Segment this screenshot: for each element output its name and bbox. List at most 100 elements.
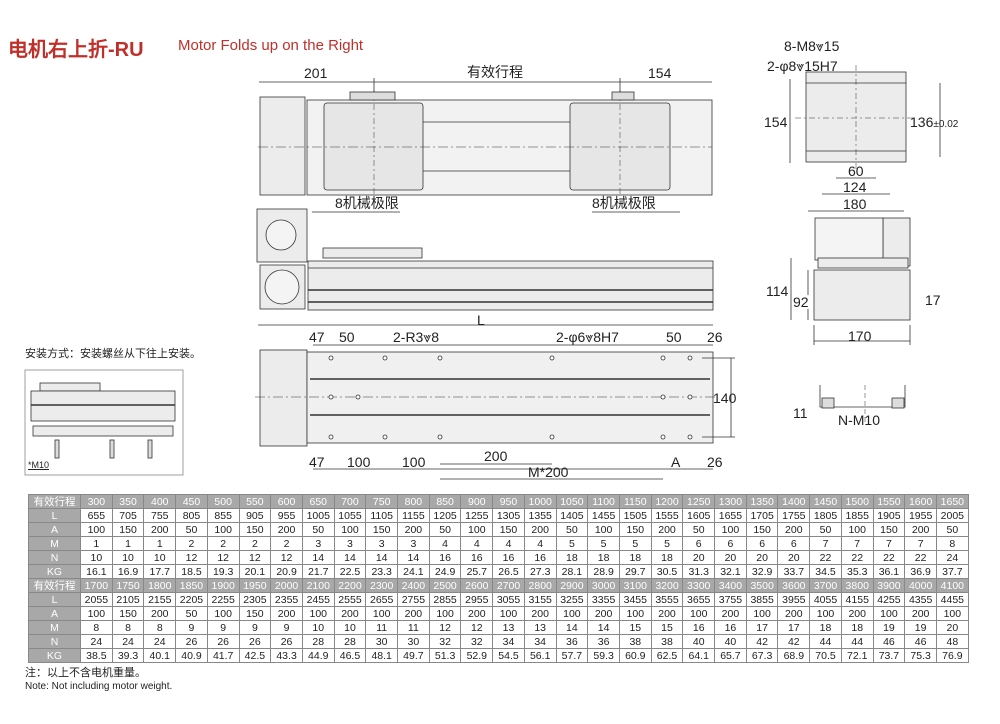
table-cell: 1205 — [428, 508, 462, 523]
table-cell: 3 — [397, 536, 430, 551]
table-cell: 200 — [397, 522, 430, 537]
module-body-bottom — [306, 351, 714, 444]
table-cell: 3100 — [618, 578, 652, 593]
table-cell: 1305 — [492, 508, 525, 523]
table-cell: 3655 — [682, 592, 716, 607]
table-cell: 2005 — [935, 508, 969, 523]
table-cell: 2255 — [206, 592, 240, 607]
table-cell: 100 — [555, 606, 589, 621]
table-cell: 2400 — [397, 578, 430, 593]
table-cell: 16 — [714, 620, 747, 635]
table-cell: 100 — [745, 606, 779, 621]
table-cell: 150 — [111, 522, 145, 537]
table-cell: 4 — [460, 536, 494, 551]
table-cell: 100 — [80, 606, 113, 621]
table-cell: 200 — [777, 606, 811, 621]
table-cell: 32 — [428, 634, 462, 649]
dim-bottom-47: 47 — [309, 454, 325, 470]
table-cell: 100 — [206, 522, 240, 537]
row-label: 有效行程 — [28, 494, 81, 509]
table-cell: 9 — [270, 620, 303, 635]
table-cell: 26 — [238, 634, 272, 649]
table-cell: 65.7 — [714, 648, 747, 663]
table-cell: 27.3 — [523, 564, 557, 579]
table-cell: 26 — [175, 634, 208, 649]
table-cell: 6 — [777, 536, 811, 551]
table-cell: 12 — [175, 550, 208, 565]
table-cell: 36.1 — [872, 564, 906, 579]
table-cell: 3055 — [492, 592, 525, 607]
table-cell: 28 — [333, 634, 367, 649]
table-cell: 68.9 — [777, 648, 811, 663]
table-cell: 26.5 — [492, 564, 525, 579]
table-cell: 50 — [935, 522, 969, 537]
dim-A: A — [671, 454, 681, 470]
table-cell: 350 — [111, 494, 145, 509]
table-cell: 100 — [428, 606, 462, 621]
dim-bottom-100a: 100 — [347, 454, 371, 470]
table-cell: 150 — [238, 522, 272, 537]
table-cell: 1050 — [555, 494, 589, 509]
table-cell: 2955 — [460, 592, 494, 607]
table-cell: 30 — [365, 634, 399, 649]
table-cell: 1855 — [840, 508, 874, 523]
table-cell: 550 — [238, 494, 272, 509]
table-cell: 100 — [682, 606, 716, 621]
table-cell: 42.5 — [238, 648, 272, 663]
table-cell: 1750 — [111, 578, 145, 593]
table-cell: 10 — [80, 550, 113, 565]
table-cell: 22 — [809, 550, 842, 565]
table-cell: 705 — [111, 508, 145, 523]
table-cell: 450 — [175, 494, 208, 509]
row-label: A — [28, 522, 81, 537]
table-cell: 29.7 — [618, 564, 652, 579]
table-cell: 1400 — [777, 494, 811, 509]
table-cell: 200 — [587, 606, 620, 621]
table-cell: 1200 — [650, 494, 684, 509]
table-cell: 750 — [365, 494, 399, 509]
table-cell: 500 — [206, 494, 240, 509]
table-cell: 3555 — [650, 592, 684, 607]
table-cell: 50 — [301, 522, 335, 537]
table-cell: 54.5 — [492, 648, 525, 663]
table-cell: 400 — [143, 494, 177, 509]
dim-bottom-200: 200 — [484, 448, 508, 464]
table-cell: 1105 — [365, 508, 399, 523]
table-cell: 15 — [618, 620, 652, 635]
table-cell: 200 — [397, 606, 430, 621]
table-cell: 10 — [111, 550, 145, 565]
table-cell: 100 — [206, 606, 240, 621]
table-cell: 36 — [555, 634, 589, 649]
table-cell: 44 — [809, 634, 842, 649]
table-cell: 10 — [301, 620, 335, 635]
table-cell: 1455 — [587, 508, 620, 523]
dim-top-26: 26 — [707, 329, 723, 345]
table-cell: 14 — [301, 550, 335, 565]
table-cell: 1355 — [523, 508, 557, 523]
table-cell: 2600 — [460, 578, 494, 593]
table-cell: 26 — [270, 634, 303, 649]
front-view — [790, 217, 911, 345]
table-cell: 1 — [80, 536, 113, 551]
table-cell: 76.9 — [935, 648, 969, 663]
table-cell: 2855 — [428, 592, 462, 607]
table-cell: 23.3 — [365, 564, 399, 579]
table-cell: 28.1 — [555, 564, 589, 579]
table-cell: 4155 — [840, 592, 874, 607]
table-cell: 44 — [840, 634, 874, 649]
table-cell: 7 — [904, 536, 937, 551]
table-cell: 12 — [238, 550, 272, 565]
table-cell: 14 — [555, 620, 589, 635]
table-cell: 1255 — [460, 508, 494, 523]
table-cell: 12 — [206, 550, 240, 565]
dim-length-L: L — [477, 312, 485, 328]
table-cell: 4 — [428, 536, 462, 551]
table-cell: 755 — [143, 508, 177, 523]
table-cell: 4000 — [904, 578, 937, 593]
table-cell: 1 — [143, 536, 177, 551]
dim-124: 124 — [843, 179, 867, 195]
dim-m-200: M*200 — [528, 464, 569, 480]
mech-limit-left: 8机械极限 — [335, 195, 399, 211]
